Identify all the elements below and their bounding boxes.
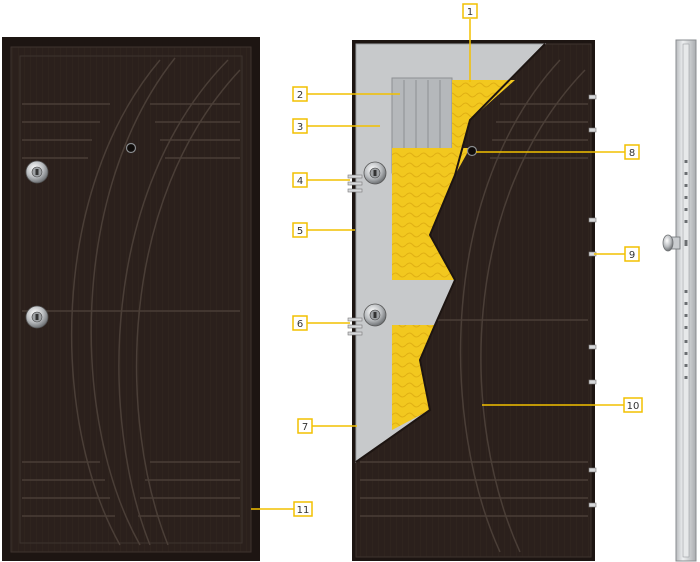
callout-label-8: 8 (624, 144, 640, 160)
callout-label-9: 9 (624, 246, 640, 262)
callout-label-1: 1 (462, 3, 478, 19)
insulation-fill (392, 148, 470, 280)
callout-label-6: 6 (292, 315, 308, 331)
callout-label-2: 2 (292, 86, 308, 102)
lock-cylinder-icon (363, 161, 387, 185)
svg-text:4: 4 (297, 176, 303, 187)
svg-text:5: 5 (297, 226, 303, 237)
svg-text:10: 10 (627, 401, 640, 412)
peephole-icon (125, 142, 137, 154)
svg-text:1: 1 (467, 7, 473, 18)
front-door (2, 37, 260, 561)
cutaway-door (347, 40, 597, 561)
hinge-pins (588, 94, 597, 508)
svg-text:2: 2 (297, 90, 303, 101)
svg-text:9: 9 (629, 250, 635, 261)
front-door-top-grooves (22, 103, 240, 159)
peephole-icon (466, 145, 478, 157)
svg-text:11: 11 (297, 505, 310, 516)
lock-cylinder-icon (25, 160, 49, 184)
callout-label-7: 7 (297, 418, 313, 434)
svg-text:6: 6 (297, 319, 303, 330)
front-door-bottom-grooves (22, 461, 240, 517)
lock-cylinder-icon (25, 305, 49, 329)
svg-text:7: 7 (302, 422, 308, 433)
callout-label-5: 5 (292, 222, 308, 238)
callout-label-10: 10 (623, 397, 643, 413)
handle-icon (662, 234, 681, 252)
callout-label-4: 4 (292, 172, 308, 188)
lock-bolts (347, 174, 363, 336)
lock-cylinder-icon (363, 303, 387, 327)
door-side-profile (662, 39, 697, 562)
svg-text:8: 8 (629, 148, 635, 159)
svg-text:3: 3 (297, 122, 303, 133)
front-door-arcs (70, 57, 241, 546)
insulation-fill (392, 325, 435, 430)
callout-label-3: 3 (292, 118, 308, 134)
callouts (251, 19, 625, 510)
callout-label-11: 11 (293, 501, 313, 517)
